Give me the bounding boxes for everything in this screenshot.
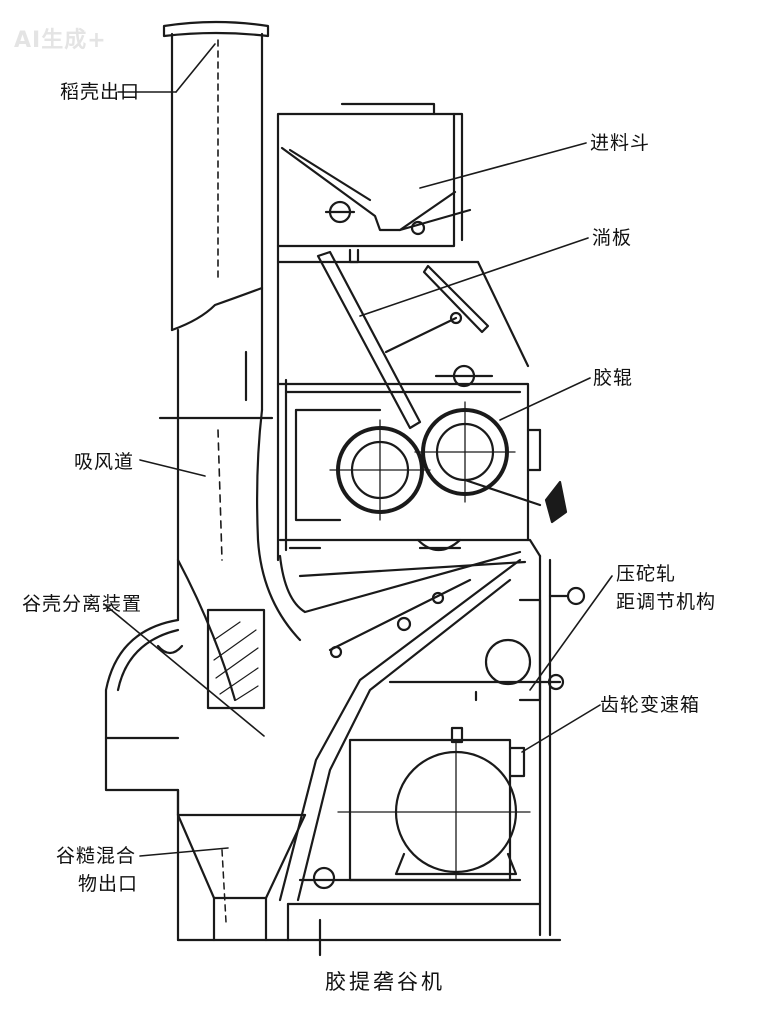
lower-guide (278, 538, 542, 659)
exhaust-pipe (162, 20, 270, 332)
feed-hopper (276, 102, 472, 248)
outer-housing (104, 618, 562, 942)
label-husk-outlet: 稻壳出口 (60, 81, 141, 103)
label-mix-outlet-line2: 物出口 (78, 873, 139, 895)
label-mix-outlet-line1: 谷糙混合 (56, 845, 137, 867)
machine-frame (276, 244, 542, 562)
label-separator: 谷壳分离装置 (22, 593, 143, 615)
watermark: AI生成+ (14, 28, 107, 53)
separator-window (206, 608, 266, 710)
rubber-rolls (329, 401, 568, 524)
air-duct (158, 288, 302, 702)
leader-lines (103, 43, 613, 857)
label-hopper: 进料斗 (590, 132, 651, 154)
label-roll-gap-line2: 距调节机构 (616, 591, 717, 613)
label-chute-plate: 淌板 (592, 227, 633, 249)
label-roll-gap-line1: 压砣轧 (616, 563, 677, 585)
right-frame (388, 554, 586, 937)
label-air-duct: 吸风道 (74, 451, 135, 473)
diagram-caption: 胶提砻谷机 (325, 970, 445, 994)
label-gearbox: 齿轮变速箱 (600, 694, 701, 716)
gearbox-motor (286, 726, 542, 957)
chute-plates (276, 248, 530, 430)
side-panel (278, 558, 522, 902)
label-rubber-roll: 胶辊 (593, 367, 634, 389)
